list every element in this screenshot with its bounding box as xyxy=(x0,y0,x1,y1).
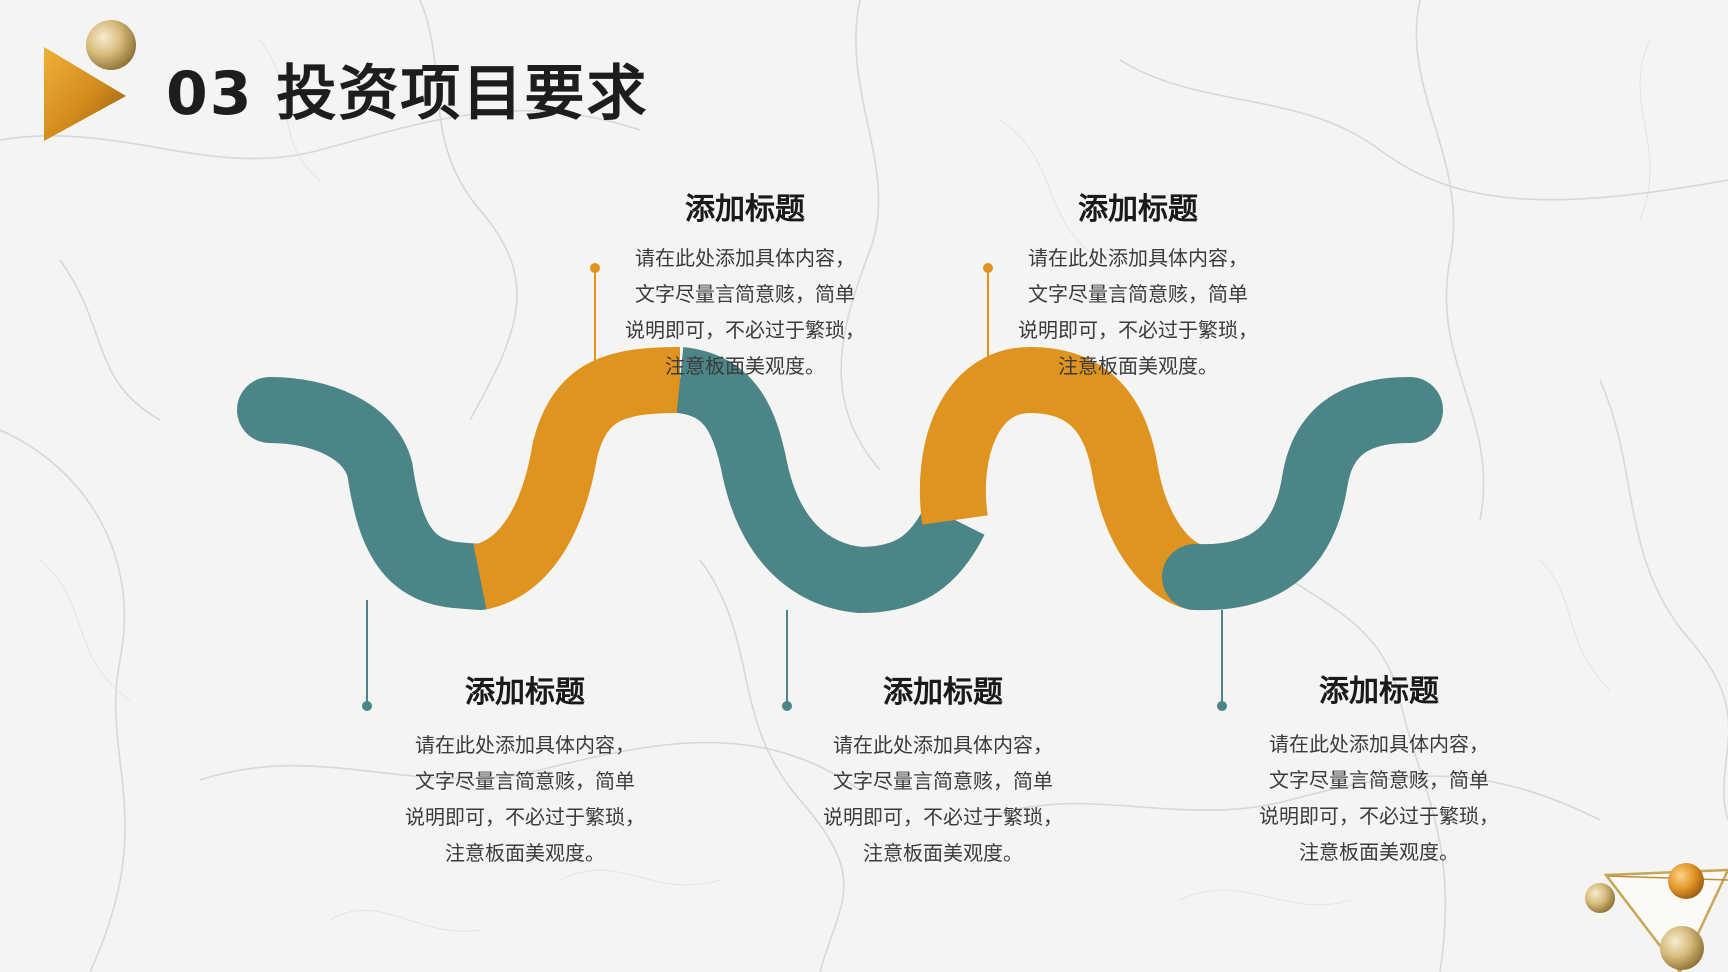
item-line: 说明即可，不必过于繁琐， xyxy=(405,805,645,829)
item-line: 注意板面美观度。 xyxy=(1058,354,1218,378)
item-line: 注意板面美观度。 xyxy=(445,841,605,865)
item-line: 说明即可，不必过于繁琐， xyxy=(823,805,1063,829)
gold-triangle-icon xyxy=(44,47,126,141)
item-heading: 添加标题 xyxy=(883,675,1003,710)
marble-veins-fine xyxy=(39,39,1651,932)
item-heading: 添加标题 xyxy=(685,192,805,227)
item-line: 文字尽量言简意赅，简单 xyxy=(1028,282,1248,306)
item-line: 请在此处添加具体内容， xyxy=(833,733,1053,757)
wave-segment-teal-1 xyxy=(237,377,513,610)
wave-segment-teal-3 xyxy=(1162,377,1443,611)
connectors xyxy=(362,263,1227,711)
corner-decoration xyxy=(1585,863,1728,972)
item-description: 请在此处添加具体内容， 文字尽量言简意赅，简单 说明即可，不必过于繁琐， 注意板… xyxy=(988,240,1288,384)
item-line: 文字尽量言简意赅，简单 xyxy=(1269,768,1489,792)
item-heading: 添加标题 xyxy=(1078,192,1198,227)
gold-sphere-small-icon xyxy=(1585,883,1615,913)
wave-ribbon xyxy=(237,346,1443,614)
gold-sphere-icon xyxy=(86,20,136,70)
connector-dot xyxy=(782,701,792,711)
item-card-5: 添加标题 请在此处添加具体内容， 文字尽量言简意赅，简单 说明即可，不必过于繁琐… xyxy=(1229,672,1529,870)
item-heading: 添加标题 xyxy=(1319,674,1439,709)
gold-line xyxy=(1607,875,1728,881)
connector-dot xyxy=(362,701,372,711)
item-line: 文字尽量言简意赅，简单 xyxy=(833,769,1053,793)
wave-segment-orange-2 xyxy=(919,346,1206,610)
item-card-1: 添加标题 请在此处添加具体内容， 文字尽量言简意赅，简单 说明即可，不必过于繁琐… xyxy=(595,190,895,384)
gold-outline-triangle-icon xyxy=(1603,868,1728,972)
item-line: 说明即可，不必过于繁琐， xyxy=(1259,804,1499,828)
item-line: 文字尽量言简意赅，简单 xyxy=(415,769,635,793)
item-line: 注意板面美观度。 xyxy=(863,841,1023,865)
item-card-3: 添加标题 请在此处添加具体内容， 文字尽量言简意赅，简单 说明即可，不必过于繁琐… xyxy=(375,673,675,871)
item-card-4: 添加标题 请在此处添加具体内容， 文字尽量言简意赅，简单 说明即可，不必过于繁琐… xyxy=(793,673,1093,871)
item-description: 请在此处添加具体内容， 文字尽量言简意赅，简单 说明即可，不必过于繁琐， 注意板… xyxy=(375,727,675,871)
wave-segment-teal-2 xyxy=(674,347,985,614)
item-line: 请在此处添加具体内容， xyxy=(635,246,855,270)
connector-dot xyxy=(590,263,600,273)
item-line: 请在此处添加具体内容， xyxy=(1028,246,1248,270)
item-description: 请在此处添加具体内容， 文字尽量言简意赅，简单 说明即可，不必过于繁琐， 注意板… xyxy=(595,240,895,384)
item-description: 请在此处添加具体内容， 文字尽量言简意赅，简单 说明即可，不必过于繁琐， 注意板… xyxy=(1229,726,1529,870)
item-line: 注意板面美观度。 xyxy=(1299,840,1459,864)
orange-sphere-icon xyxy=(1668,863,1704,899)
wave-segment-orange-1 xyxy=(471,347,681,610)
item-description: 请在此处添加具体内容， 文字尽量言简意赅，简单 说明即可，不必过于繁琐， 注意板… xyxy=(793,727,1093,871)
item-line: 说明即可，不必过于繁琐， xyxy=(625,318,865,342)
gold-sphere-bottom-icon xyxy=(1660,926,1704,970)
item-heading: 添加标题 xyxy=(465,675,585,710)
connector-dot xyxy=(983,263,993,273)
page-title: 03 投资项目要求 xyxy=(166,59,649,129)
item-line: 请在此处添加具体内容， xyxy=(415,733,635,757)
item-line: 文字尽量言简意赅，简单 xyxy=(635,282,855,306)
item-line: 注意板面美观度。 xyxy=(665,354,825,378)
item-card-2: 添加标题 请在此处添加具体内容， 文字尽量言简意赅，简单 说明即可，不必过于繁琐… xyxy=(988,190,1288,384)
item-line: 说明即可，不必过于繁琐， xyxy=(1018,318,1258,342)
item-line: 请在此处添加具体内容， xyxy=(1269,732,1489,756)
connector-dot xyxy=(1217,701,1227,711)
